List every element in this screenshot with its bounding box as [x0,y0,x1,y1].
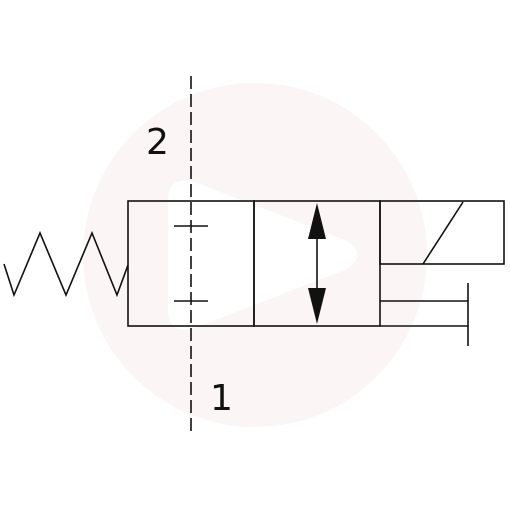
solenoid-actuator [379,200,505,265]
spring-actuator [3,230,129,298]
port-label-1: 1 [210,378,233,419]
port-label-2: 2 [146,122,169,163]
drain-lines [380,283,469,346]
flow-double-arrow-icon [308,203,326,324]
watermark-logo-icon [83,83,427,427]
